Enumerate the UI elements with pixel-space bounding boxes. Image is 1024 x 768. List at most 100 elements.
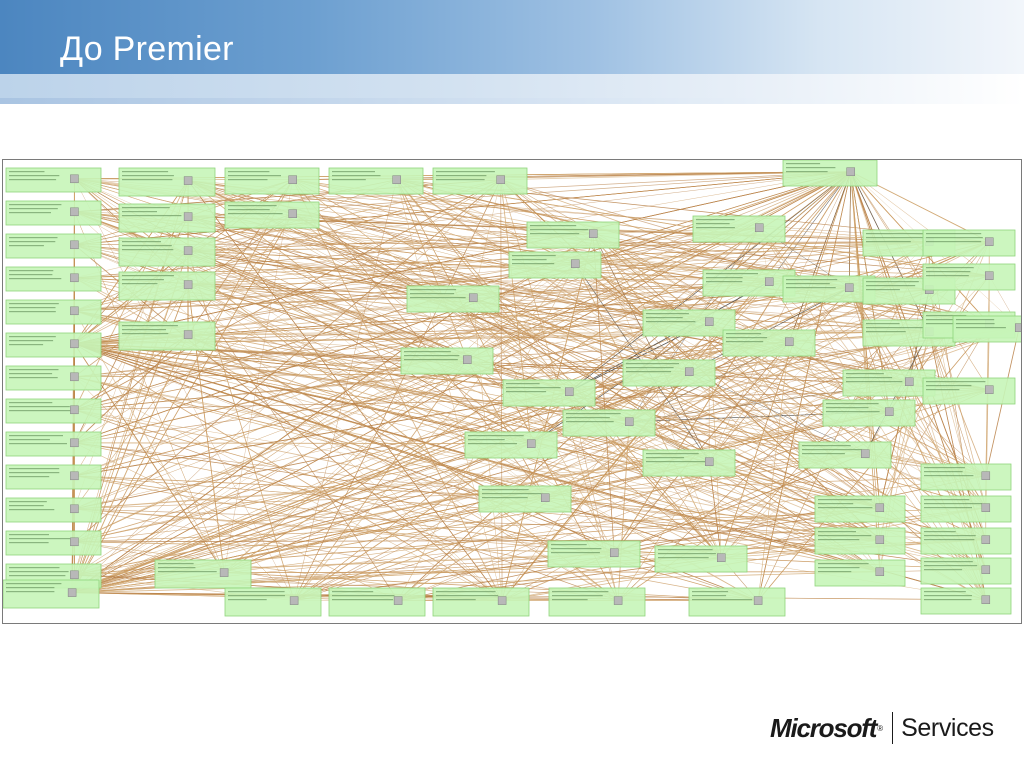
node-text-line [696, 219, 735, 221]
dependency-edge [396, 179, 468, 360]
dependency-edge [74, 508, 619, 601]
node-box [562, 409, 656, 437]
node-text-line [566, 417, 610, 419]
diagram-node [224, 587, 322, 617]
server-icon [981, 471, 991, 480]
node-text-line [826, 407, 869, 409]
dependency-edge [293, 263, 576, 601]
diagram-node [920, 527, 1012, 555]
dependency-edge [614, 453, 866, 554]
diagram-node [5, 431, 102, 457]
dependency-edge [74, 171, 851, 345]
dependency-edge [224, 571, 880, 574]
dependency-edge [71, 179, 293, 593]
node-text-line [9, 575, 66, 577]
node-text-line [802, 453, 845, 455]
node-box [922, 263, 1016, 291]
server-icon [70, 537, 79, 547]
dependency-edge [74, 213, 293, 509]
node-text-line [482, 493, 542, 495]
dependency-edge [74, 244, 930, 333]
node-box [622, 359, 716, 387]
node-text-line [228, 209, 270, 211]
node-text-line [706, 273, 758, 275]
node-text-line [9, 208, 58, 210]
diagram-node [3, 579, 100, 609]
node-box [224, 167, 320, 195]
server-icon [981, 565, 991, 574]
node-text-line [826, 411, 880, 413]
server-icon [497, 596, 507, 605]
node-text-line [726, 333, 762, 335]
dependency-edge [74, 211, 468, 360]
server-icon [846, 167, 855, 176]
node-text-line [646, 317, 683, 319]
dependency-edge [188, 284, 930, 332]
node-box [548, 587, 646, 617]
node-text-line [802, 449, 862, 451]
diagram-node [842, 369, 936, 397]
dependency-edge [888, 411, 987, 509]
node-text-line [9, 340, 54, 342]
node-text-line [956, 323, 995, 325]
dependency-edge [74, 376, 880, 573]
dependency-edge [74, 539, 880, 543]
node-text-line [866, 331, 906, 333]
node-text-line [228, 171, 270, 173]
node-text-line [9, 373, 53, 375]
node-text-line [626, 371, 672, 373]
node-text-line [924, 599, 972, 601]
node-text-line [122, 275, 174, 277]
node-text-line [512, 259, 547, 261]
diagram-node [922, 263, 1016, 291]
node-text-line [9, 571, 69, 573]
header-bar [0, 0, 1024, 74]
diagram-canvas [3, 160, 1021, 617]
server-icon [981, 535, 991, 544]
node-text-line [706, 277, 743, 279]
node-box [118, 203, 216, 233]
node-text-line [818, 567, 860, 569]
diagram-node [224, 167, 320, 195]
server-icon [684, 367, 694, 376]
diagram-node [547, 540, 641, 568]
node-text-line [692, 595, 727, 597]
node-text-line [9, 204, 62, 206]
dependency-edge [614, 171, 851, 553]
diagram-node [5, 398, 102, 424]
dependency-edge [188, 250, 930, 332]
server-icon [570, 259, 580, 268]
dependency-edge [74, 442, 399, 601]
node-box [920, 463, 1012, 491]
node-text-line [9, 505, 44, 507]
server-icon [392, 175, 401, 184]
node-text-line [818, 531, 856, 533]
node-text-line [122, 279, 164, 281]
node-text-line [9, 212, 51, 214]
dependency-edge [74, 233, 594, 279]
dependency-edge [187, 216, 468, 360]
dependency-edge [768, 171, 851, 282]
node-text-line [924, 591, 966, 593]
diagram-node [654, 545, 748, 573]
dependency-edge [74, 211, 759, 601]
diagram-node [692, 215, 786, 243]
node-box [920, 587, 1012, 615]
node-text-line [9, 472, 60, 474]
dependency-edge [293, 289, 930, 601]
node-text-line [332, 591, 374, 593]
server-icon [588, 229, 598, 238]
node-text-line [9, 501, 47, 503]
diagram-node [5, 299, 102, 325]
server-icon [984, 271, 994, 280]
node-box [502, 379, 596, 407]
node-text-line [9, 270, 54, 272]
node-text-line [818, 503, 854, 505]
node-text-line [626, 367, 674, 369]
diagram-node [432, 167, 528, 195]
node-text-line [9, 311, 56, 313]
dependency-edge [74, 343, 990, 391]
node-text-line [9, 307, 56, 309]
node-text-line [726, 337, 768, 339]
node-text-line [692, 599, 753, 601]
